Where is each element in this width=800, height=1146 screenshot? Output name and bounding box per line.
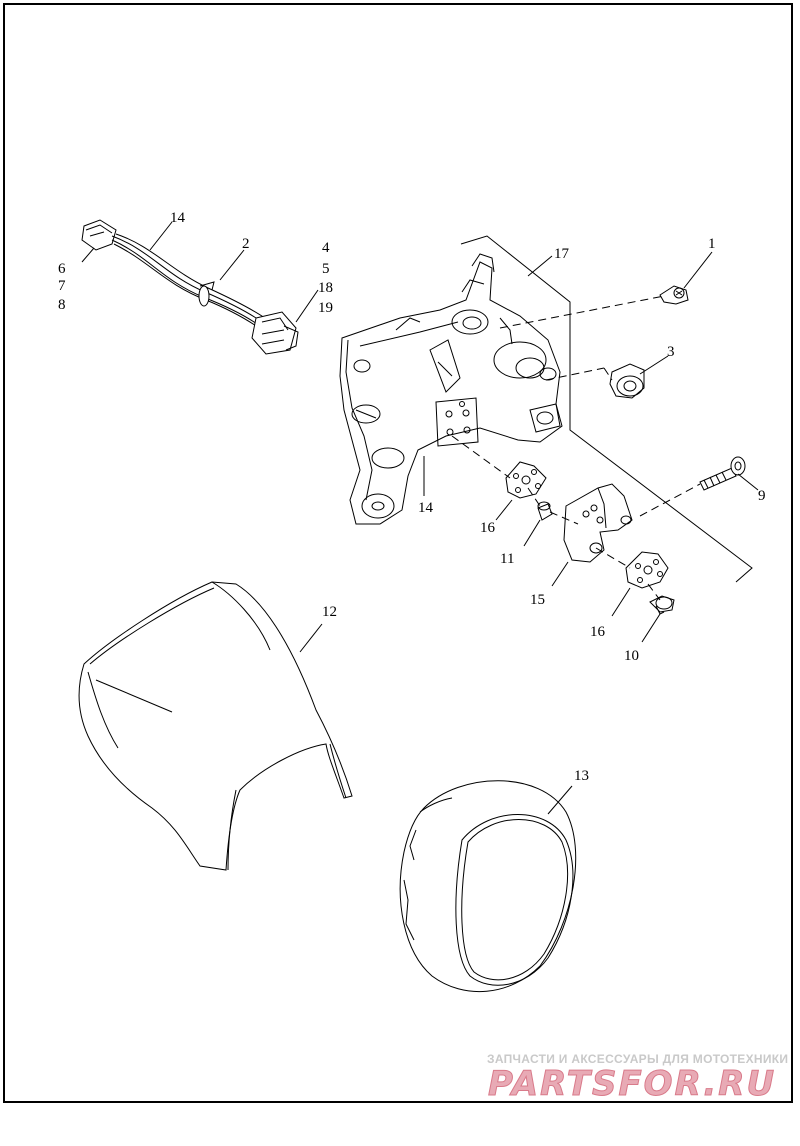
grommet-3 — [609, 363, 645, 399]
callout-3: 3 — [667, 344, 675, 360]
assembly-box-outline — [460, 235, 753, 583]
leader-9 — [737, 473, 759, 491]
callout-1: 1 — [708, 236, 716, 252]
callout-12: 12 — [322, 604, 337, 620]
leader-11 — [523, 519, 541, 547]
leader-10 — [641, 613, 661, 643]
leader-6 — [81, 247, 95, 263]
leader-16a — [495, 499, 513, 521]
drawing-frame — [3, 3, 793, 1103]
plate-16-upper — [505, 461, 547, 499]
callout-14-harness: 14 — [170, 210, 186, 226]
callout-18: 18 — [318, 280, 333, 296]
callout-16-upper: 16 — [480, 520, 496, 536]
leader-3 — [639, 355, 669, 375]
callout-9: 9 — [758, 488, 766, 504]
spacer-11 — [537, 501, 553, 521]
plate-16-lower — [625, 551, 669, 589]
leader-13 — [547, 785, 573, 815]
callout-14-bracket: 14 — [418, 500, 434, 516]
callout-4: 4 — [322, 240, 330, 256]
callout-numbers: 14 2 6 7 8 4 5 18 19 17 1 3 9 14 16 11 1… — [58, 210, 766, 784]
harness-connector — [251, 311, 297, 355]
callout-17: 17 — [554, 246, 570, 262]
watermark-logo: PARTSFOR.RU — [487, 1064, 777, 1105]
screw-1 — [659, 285, 689, 305]
callout-11: 11 — [500, 551, 514, 567]
assembly-dashed-lines — [451, 295, 701, 601]
headlamp-fairing — [78, 581, 353, 871]
callout-15: 15 — [530, 592, 545, 608]
callout-10: 10 — [624, 648, 639, 664]
leader-14a — [149, 221, 173, 251]
bolt-9 — [699, 456, 746, 491]
callout-16-lower: 16 — [590, 624, 606, 640]
callout-19: 19 — [318, 300, 333, 316]
callout-7: 7 — [58, 278, 66, 294]
leader-1 — [683, 251, 713, 289]
callout-2: 2 — [242, 236, 250, 252]
watermark-tagline: ЗАПЧАСТИ И АКСЕССУАРЫ ДЛЯ МОТОТЕХНИКИ — [487, 1052, 789, 1066]
leader-2 — [219, 249, 245, 281]
mount-bracket-15 — [563, 483, 633, 563]
leader-16b — [611, 587, 631, 617]
leader-15 — [551, 561, 569, 587]
leader-17 — [527, 255, 553, 277]
headlamp — [399, 780, 577, 993]
harness-clip — [198, 285, 210, 307]
leader-18 — [295, 289, 319, 323]
callout-5: 5 — [322, 261, 330, 277]
screw-10 — [649, 595, 675, 615]
headlamp-bracket — [339, 253, 563, 525]
leader-lines — [81, 221, 759, 815]
callout-8: 8 — [58, 297, 66, 313]
leader-12 — [299, 623, 323, 653]
wiring-harness — [81, 219, 299, 355]
callout-6: 6 — [58, 261, 66, 277]
callout-13: 13 — [574, 768, 589, 784]
